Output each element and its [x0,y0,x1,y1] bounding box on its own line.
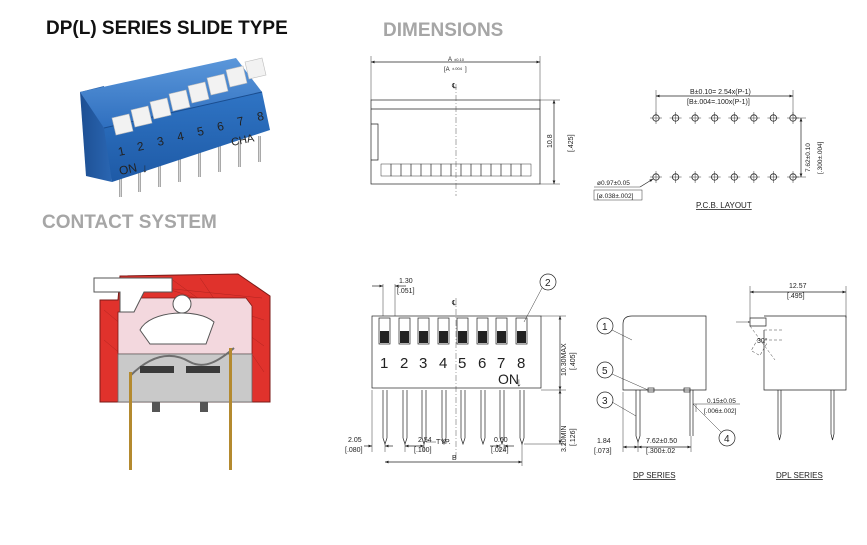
dp-pin-width-in: [.073] [594,448,612,455]
front-number-7: 7 [497,355,505,372]
photo-switch-numbers: 1 2 3 4 5 6 7 8 [117,109,266,159]
front-centerline-icon: ℄ [451,300,457,307]
photo-number-8: 8 [256,109,266,124]
front-pin-in: [.126] [570,428,577,446]
dpl-width-mm: 12.57 [789,283,807,290]
dp-series-drawing: 1 5 3 4 0.15±0.05 [.006±.002] 1.84 [.073… [594,315,740,480]
front-pitch-in: [.100] [414,447,432,454]
front-left-in: [.080] [345,447,363,454]
photo-pins [119,136,261,197]
page-title: DP(L) SERIES SLIDE TYPE [46,18,288,39]
front-number-2: 2 [400,355,408,372]
contact-system-heading: CONTACT SYSTEM [42,212,217,233]
front-number-5: 5 [458,355,466,372]
front-pin-mm: 3.20MIN [561,426,568,452]
pcb-caption: P.C.B. LAYOUT [696,201,752,210]
dpl-caption: DPL SERIES [776,471,823,480]
photo-number-7: 7 [236,114,246,129]
front-number-1: 1 [380,355,388,372]
top-view-terminals [380,163,532,177]
front-height-mm: 10.30MAX [561,343,568,376]
dp-callout-1: 1 [602,322,608,333]
photo-cha-label: CHA [230,132,256,149]
contact-blade-right [186,366,220,373]
front-height-in: [.405] [570,352,577,370]
top-width-label: A [448,57,452,63]
pcb-hole-in: [ø.038±.002] [597,193,634,200]
pcb-hole-mm: ø0.97±0.05 [597,180,630,187]
front-top-in: [.051] [397,288,415,295]
photo-body-front [104,92,270,182]
front-on-arrow-icon: ↓ [516,375,522,389]
photo-on-arrow-icon: ↓ [142,161,148,175]
photo-number-3: 3 [156,134,166,149]
pcb-pitch-mm: B±0.10= 2.54x(P-1) [690,89,751,96]
front-pitch-typ: TYP. [436,439,451,446]
front-view-pins [382,390,525,446]
front-callout-2: 2 [545,278,551,289]
dp-pin-width-mm: 1.84 [597,438,611,445]
front-view-sliders [378,317,528,345]
top-view-drawing: A ±0.10 [A ±.004 ] ℄ 10.8 [370,56,575,196]
contact-blade-left [140,366,174,373]
photo-actuators [111,57,267,136]
front-number-4: 4 [439,355,447,372]
front-view-drawing: 1.30 [.051] ℄ 1 2 3 4 5 [345,273,577,466]
photo-on-label: ON [118,160,139,177]
dp-caption: DP SERIES [633,471,676,480]
contact-pivot [172,294,192,314]
contact-spring [129,347,235,377]
contact-lead-right [229,348,232,470]
top-centerline-icon: ℄ [451,83,457,90]
front-number-8: 8 [517,355,525,372]
front-switch-numbers: 1 2 3 4 5 6 7 8 [380,355,525,372]
front-top-mm: 1.30 [399,278,413,285]
pcb-holes-bottom-row [650,171,799,183]
dp-lead-in: [.006±.002] [704,408,737,415]
dp-callout-3: 3 [602,396,608,407]
top-height-in: [.425] [568,134,575,152]
dimensions-heading: DIMENSIONS [383,20,504,41]
photo-number-6: 6 [216,119,226,134]
top-width-inch-tolerance: ±.004 [452,66,463,71]
pcb-holes-top-row [650,112,799,124]
photo-number-2: 2 [136,139,146,154]
front-number-6: 6 [478,355,486,372]
front-pitch-mm: 2.54 [418,437,432,444]
switch-photo: 1 2 3 4 5 6 7 8 ON ↓ CHA [80,57,270,197]
dpl-width-in: [.495] [787,293,805,300]
dp-callout-4: 4 [724,434,730,445]
dpl-angle: 30° [757,337,768,345]
dp-callout-5: 5 [602,366,608,377]
dpl-series-drawing: 12.57 [.495] 30° DPL SERIES [736,283,847,480]
dp-lead-mm: 0.15±0.05 [707,398,736,405]
photo-number-4: 4 [176,129,186,144]
pcb-row-in: [.300±.004] [817,141,824,174]
contact-foot-left [152,402,160,412]
contact-system-diagram [93,273,271,470]
top-width-tolerance: ±0.10 [454,57,465,62]
dp-row-in: [.300±.02 [646,448,675,455]
contact-slider-lever [93,277,173,313]
front-number-3: 3 [419,355,427,372]
front-span-label: B [452,455,457,462]
contact-foot-right [200,402,208,412]
contact-actuator [139,312,215,345]
top-width-inch-close: ] [465,67,467,73]
front-left-mm: 2.05 [348,437,362,444]
front-pin-width-in: [.024] [491,447,509,454]
dp-row-mm: 7.62±0.50 [646,438,677,445]
top-width-inch: [A [444,67,450,73]
contact-lead-left [129,372,132,470]
front-on-label: ON [498,371,519,387]
photo-number-1: 1 [117,144,127,159]
front-pin-width-mm: 0.60 [494,437,508,444]
pcb-pitch-in: [B±.004=.100x(P-1)] [687,99,750,106]
pcb-row-mm: 7.62±0.10 [805,143,812,172]
pcb-layout-drawing: B±0.10= 2.54x(P-1) [B±.004=.100x(P-1)] [593,89,824,210]
photo-number-5: 5 [196,124,206,139]
top-height-mm: 10.8 [547,134,554,148]
